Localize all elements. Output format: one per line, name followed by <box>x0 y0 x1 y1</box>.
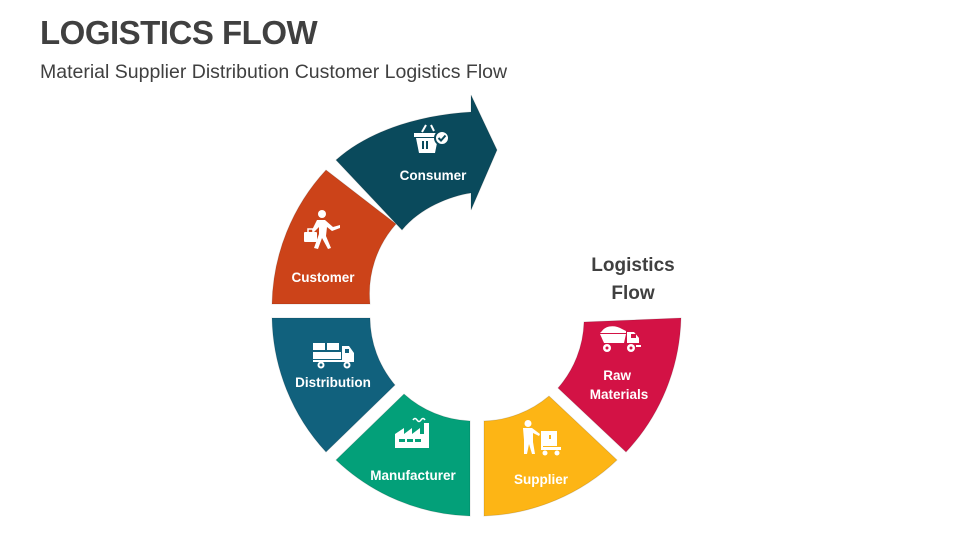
walking-businessman-icon <box>304 210 340 249</box>
dump-truck-icon <box>600 326 641 352</box>
center-label-line-1: Logistics <box>591 255 675 276</box>
segment-manufacturer[interactable]: Manufacturer <box>335 393 471 517</box>
segment-distribution-label: Distribution <box>295 375 371 390</box>
segment-customer-shape <box>271 169 397 305</box>
segment-customer-label: Customer <box>291 270 355 285</box>
segment-manufacturer-shape <box>335 393 471 517</box>
segment-consumer-label: Consumer <box>400 168 468 183</box>
segment-distribution-shape <box>271 317 396 453</box>
page-title: LOGISTICS FLOW <box>40 14 318 51</box>
segment-supplier-label: Supplier <box>514 472 569 487</box>
segment-customer[interactable]: Customer <box>271 169 397 305</box>
segment-manufacturer-label: Manufacturer <box>370 468 456 483</box>
segment-distribution[interactable]: Distribution <box>271 317 396 453</box>
segment-raw-materials-label: Raw Materials <box>590 368 649 402</box>
hand-truck-worker-icon <box>523 420 561 456</box>
center-label-line-2: Flow <box>611 283 655 304</box>
segment-raw-materials[interactable]: Raw Materials <box>557 317 682 453</box>
segment-supplier[interactable]: Supplier <box>483 395 618 517</box>
segment-supplier-shape <box>483 395 618 517</box>
delivery-truck-icon <box>313 343 354 369</box>
page-subtitle: Material Supplier Distribution Customer … <box>40 61 508 83</box>
shopping-basket-check-icon <box>414 124 450 153</box>
segment-consumer-arrow[interactable]: Consumer <box>335 94 498 231</box>
segment-consumer-shape <box>335 94 498 231</box>
segment-raw-materials-shape <box>557 317 682 453</box>
factory-icon <box>395 417 429 448</box>
diagram-center-label: Logistics Flow <box>566 252 700 308</box>
